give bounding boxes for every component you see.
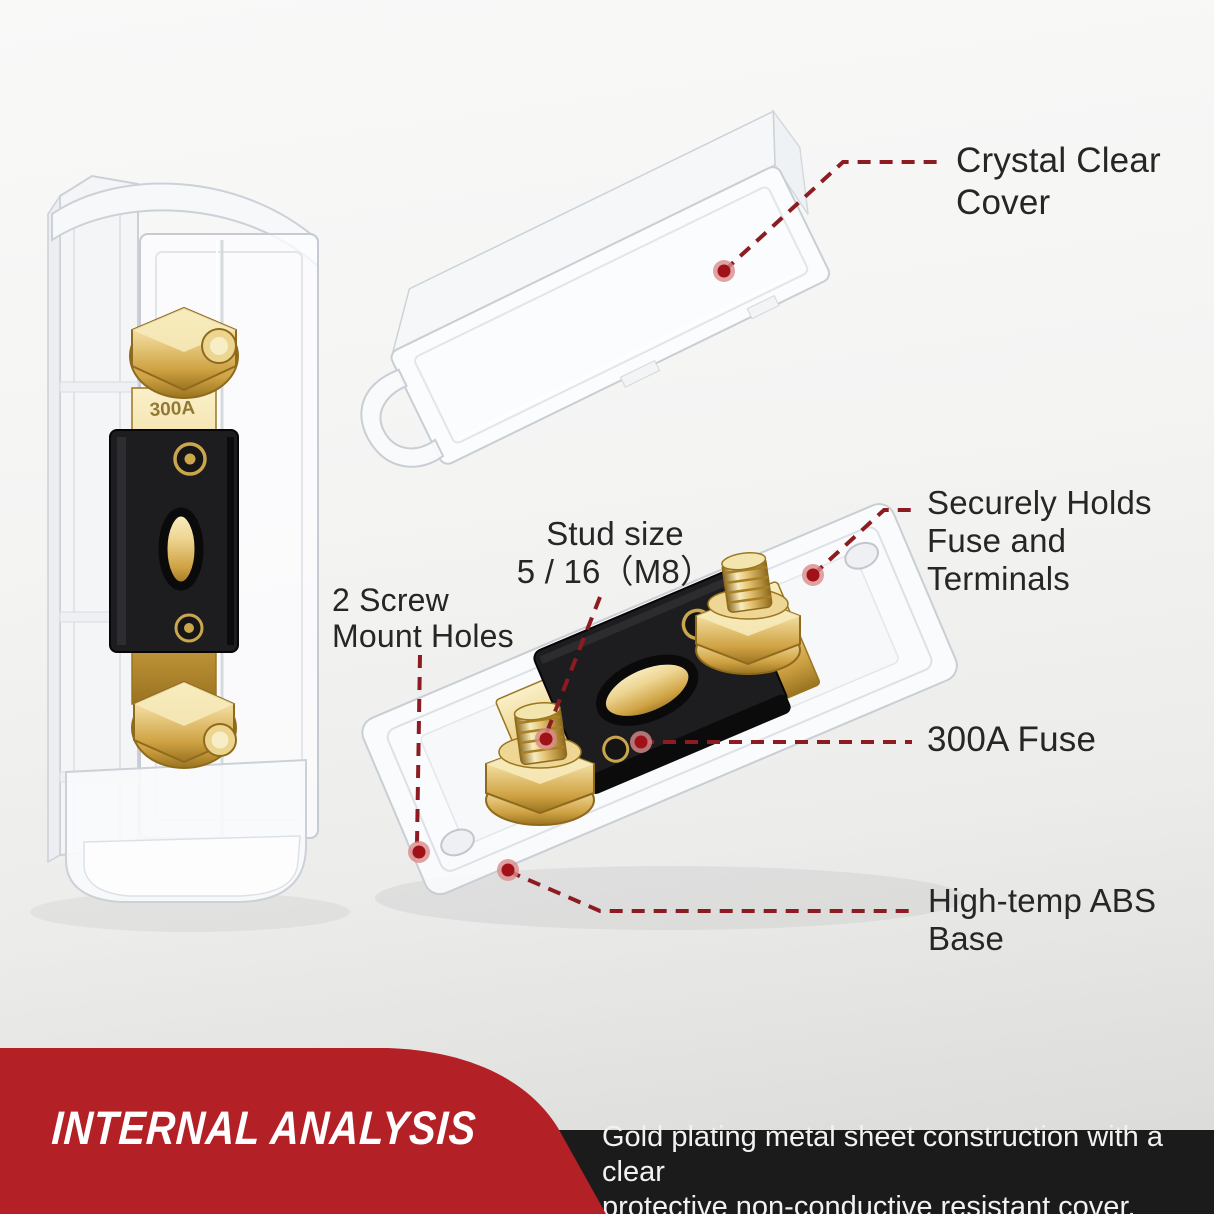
- mount-hole-left: [440, 828, 475, 857]
- callout-dot-screw: [408, 841, 430, 863]
- banner-title: INTERNAL ANALYSIS: [50, 1101, 478, 1154]
- caption-text: Gold plating metal sheet construction wi…: [602, 1120, 1163, 1214]
- callout-label-stud-size: Stud size 5 / 16（M8）: [516, 515, 714, 590]
- callout-label-300a-fuse: 300A Fuse: [927, 720, 1097, 759]
- fuse-window: [158, 507, 204, 591]
- banner-shape: [0, 1048, 606, 1214]
- fuse-window: [595, 654, 699, 726]
- callout-line-holds: [811, 508, 918, 577]
- callout-lines: [415, 160, 940, 913]
- callout-label-securely-holds: Securely Holds Fuse and Terminals: [927, 484, 1152, 597]
- left-product-shadow: [30, 892, 350, 932]
- stud-terminal-left: [485, 701, 595, 826]
- callout-line-screw: [415, 654, 422, 844]
- callout-dot-cover: [713, 260, 735, 282]
- fuse-body: [109, 429, 239, 653]
- caption-box: Gold plating metal sheet construction wi…: [540, 1121, 1214, 1214]
- callout-label-crystal-clear-cover: Crystal Clear Cover: [956, 141, 1161, 222]
- assembled-fuse-holder-photo: 300A: [47, 174, 319, 903]
- right-product-shadow: [375, 866, 965, 930]
- clear-cover-photo: [360, 108, 831, 468]
- callout-label-screw-mount-holes: 2 Screw Mount Holes: [332, 582, 514, 654]
- callout-line-cover: [722, 160, 940, 273]
- stud-terminal-right: [695, 551, 801, 675]
- callout-label-abs-base: High-temp ABS Base: [928, 882, 1157, 957]
- terminal-bottom: [131, 680, 237, 769]
- callout-dot-fuse: [630, 731, 652, 753]
- callout-dot-holds: [802, 564, 824, 586]
- fuse-screw: [602, 735, 630, 763]
- fuse-marking-text: 300A: [149, 398, 196, 421]
- callout-line-stud: [545, 596, 602, 733]
- callout-line-base: [507, 869, 914, 913]
- callout-dot-stud: [535, 728, 557, 750]
- callout-dot-base: [497, 859, 519, 881]
- mount-hole-right: [844, 541, 879, 570]
- terminal-top: [129, 306, 239, 399]
- callout-dots: [408, 260, 824, 881]
